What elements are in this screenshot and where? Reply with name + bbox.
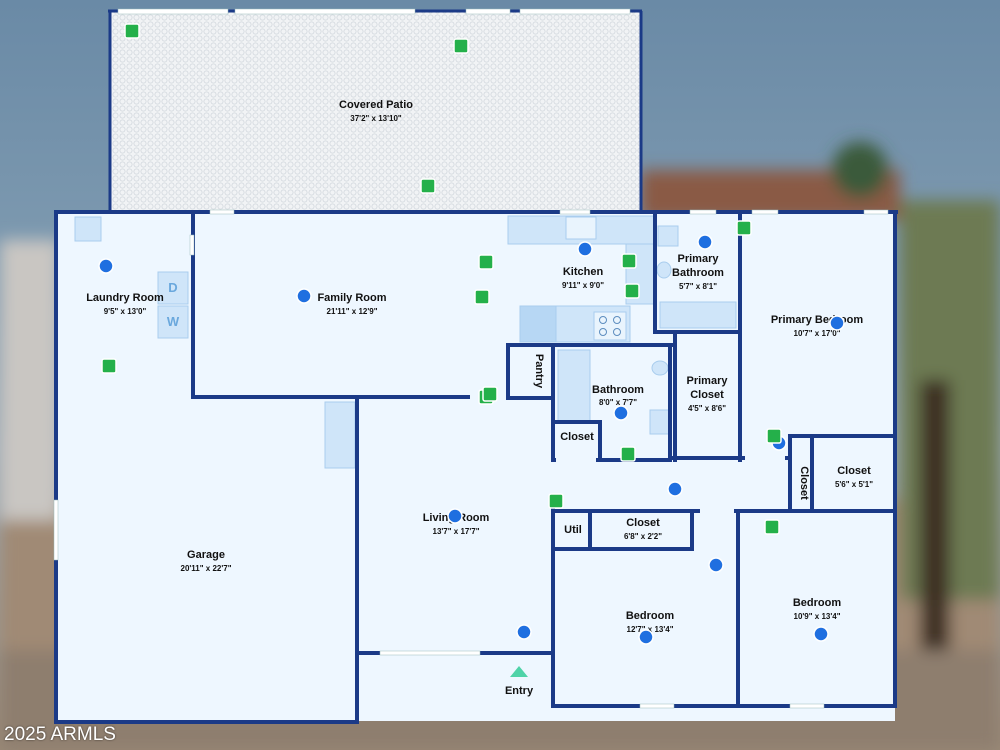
hotspot-dot[interactable]: [638, 629, 654, 645]
kitchen-name: Kitchen: [563, 266, 604, 278]
bathroom-name: Bathroom: [592, 384, 644, 396]
hotspot-dot[interactable]: [296, 288, 312, 304]
closet-right-dims: 5'6" x 5'1": [835, 480, 873, 489]
hotspot-dot[interactable]: [98, 258, 114, 274]
primary-closet-name-line2: Closet: [690, 389, 724, 401]
closet-small-name: Closet: [560, 431, 594, 443]
primary-bathroom-dims: 5'7" x 8'1": [679, 282, 717, 291]
entry-arrow-icon[interactable]: [510, 666, 528, 677]
fridge: [519, 305, 557, 343]
covered-patio-dims: 37'2" x 13'10": [350, 114, 402, 123]
family-room-name: Family Room: [317, 292, 386, 304]
camera-marker[interactable]: [548, 493, 564, 509]
pantry-name: Pantry: [533, 354, 545, 389]
hotspot-dot[interactable]: [829, 315, 845, 331]
primary-bedroom-dims: 10'7" x 17'0": [794, 329, 841, 338]
camera-marker[interactable]: [453, 38, 469, 54]
primary-bathroom-name-line2: Bathroom: [672, 267, 724, 279]
camera-marker[interactable]: [620, 446, 636, 462]
camera-marker[interactable]: [766, 428, 782, 444]
hotspot-dot[interactable]: [697, 234, 713, 250]
floor-areas: [57, 12, 895, 721]
room-labels: Covered Patio 37'2" x 13'10" Laundry Roo…: [86, 99, 873, 634]
house-windows: [53, 209, 889, 709]
camera-marker[interactable]: [478, 254, 494, 270]
primary-bathroom-name-line1: Primary: [678, 253, 720, 265]
washer-label: W: [167, 314, 180, 329]
primary-closet-name-line1: Primary: [687, 375, 729, 387]
bathtub: [557, 349, 591, 423]
living-room-dims: 13'7" x 17'7": [433, 527, 480, 536]
toilet-primary: [656, 261, 672, 279]
hotspot-dot[interactable]: [516, 624, 532, 640]
camera-marker[interactable]: [736, 220, 752, 236]
hotspot-dot[interactable]: [813, 626, 829, 642]
camera-markers-green[interactable]: [101, 23, 782, 535]
bathtub-primary: [659, 301, 737, 329]
hotspot-dot[interactable]: [613, 405, 629, 421]
copyright-watermark: 2025 ARMLS: [4, 724, 116, 745]
hotspot-dot[interactable]: [447, 508, 463, 524]
camera-marker[interactable]: [124, 23, 140, 39]
primary-bath-sink: [657, 225, 679, 247]
closet-hall-dims: 6'8" x 2'2": [624, 532, 662, 541]
laundry-room-dims: 9'5" x 13'0": [104, 307, 147, 316]
toilet-bath: [651, 360, 669, 376]
laundry-sink: [74, 216, 102, 242]
laundry-room-name: Laundry Room: [86, 292, 164, 304]
primary-bedroom-name: Primary Bedroom: [771, 314, 864, 326]
closet-hall-name: Closet: [626, 517, 660, 529]
camera-marker[interactable]: [482, 386, 498, 402]
covered-patio-name: Covered Patio: [339, 99, 413, 111]
kitchen-sink: [565, 216, 597, 240]
stove: [593, 311, 627, 341]
bathroom-dims: 8'0" x 7'7": [599, 398, 637, 407]
camera-marker[interactable]: [420, 178, 436, 194]
bedroom-left-dims: 12'7" x 13'4": [627, 625, 674, 634]
family-room-dims: 21'11" x 12'9": [327, 307, 378, 316]
util-name: Util: [564, 524, 582, 536]
camera-marker[interactable]: [621, 253, 637, 269]
camera-marker[interactable]: [764, 519, 780, 535]
closet-vertical-name: Closet: [798, 466, 810, 500]
camera-marker[interactable]: [474, 289, 490, 305]
dryer: [157, 271, 189, 305]
garage-dims: 20'11" x 22'7": [181, 564, 232, 573]
dryer-label: D: [168, 280, 177, 295]
bedroom-right-dims: 10'9" x 13'4": [794, 612, 841, 621]
hall-cabinet: [324, 401, 356, 469]
entry-label: Entry: [505, 685, 534, 697]
bedroom-left-name: Bedroom: [626, 610, 675, 622]
kitchen-dims: 9'11" x 9'0": [562, 281, 604, 290]
garage-name: Garage: [187, 549, 225, 561]
hotspot-dot[interactable]: [667, 481, 683, 497]
photo-hotspots-blue[interactable]: [98, 234, 845, 645]
patio-windows: [117, 8, 631, 15]
closet-right-name: Closet: [837, 465, 871, 477]
bathroom-vanity: [649, 409, 671, 435]
camera-marker[interactable]: [101, 358, 117, 374]
bedroom-right-name: Bedroom: [793, 597, 842, 609]
stove-burners: [599, 316, 621, 336]
hotspot-dot[interactable]: [577, 241, 593, 257]
hotspot-dot[interactable]: [708, 557, 724, 573]
patio-floor: [110, 12, 640, 210]
camera-marker[interactable]: [624, 283, 640, 299]
washer: [157, 305, 189, 339]
primary-closet-dims: 4'5" x 8'6": [688, 404, 726, 413]
